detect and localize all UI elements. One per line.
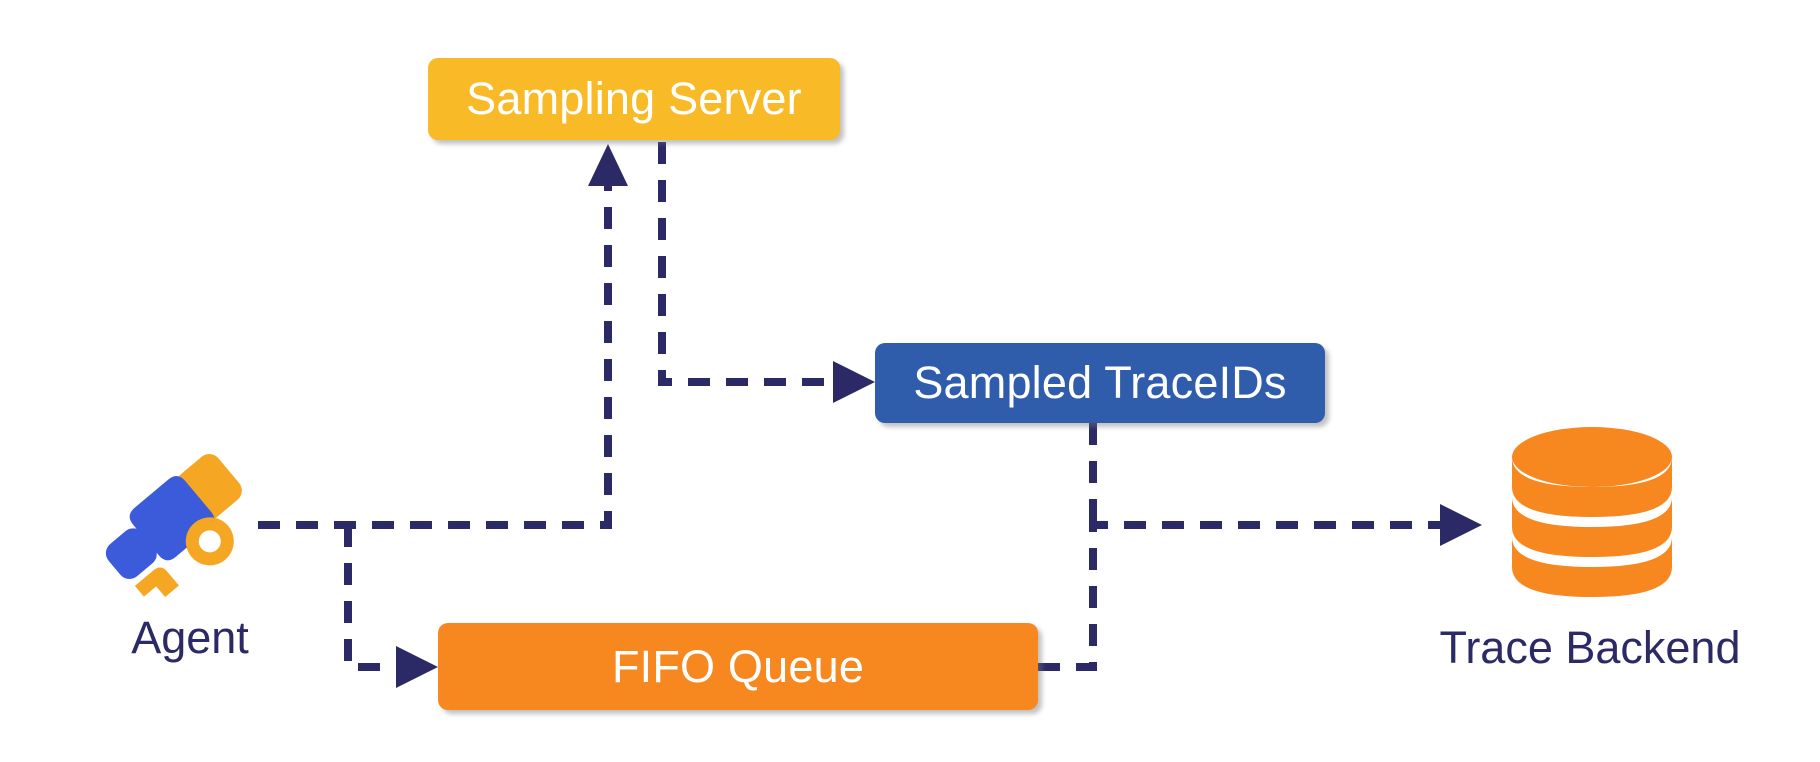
node-fifo-queue[interactable]: FIFO Queue — [438, 623, 1038, 710]
node-sampled-traceids[interactable]: Sampled TraceIDs — [875, 343, 1325, 423]
node-trace-backend-label: Trace Backend — [1439, 622, 1741, 673]
node-sampled-traceids-label: Sampled TraceIDs — [913, 357, 1287, 408]
node-sampling-server[interactable]: Sampling Server — [428, 58, 840, 140]
edge-agent-to-fifo-queue — [344, 525, 410, 671]
arrowhead-right-sampled-traceids — [833, 361, 875, 403]
node-agent-label: Agent — [131, 612, 249, 663]
node-sampling-server-label: Sampling Server — [466, 73, 802, 124]
edge-fifo-queue-to-trace-backend — [1038, 521, 1452, 671]
telescope-icon — [105, 454, 242, 598]
node-fifo-queue-label: FIFO Queue — [611, 640, 865, 692]
arrowhead-up-sampling-server — [588, 144, 628, 186]
edge-agent-to-sampling-server — [258, 172, 612, 529]
edge-sampling-server-to-sampled-traceids — [658, 142, 847, 386]
arrowhead-right-trace-backend — [1440, 504, 1482, 546]
arrowhead-right-fifo-queue — [396, 646, 438, 688]
database-icon — [1512, 427, 1672, 597]
